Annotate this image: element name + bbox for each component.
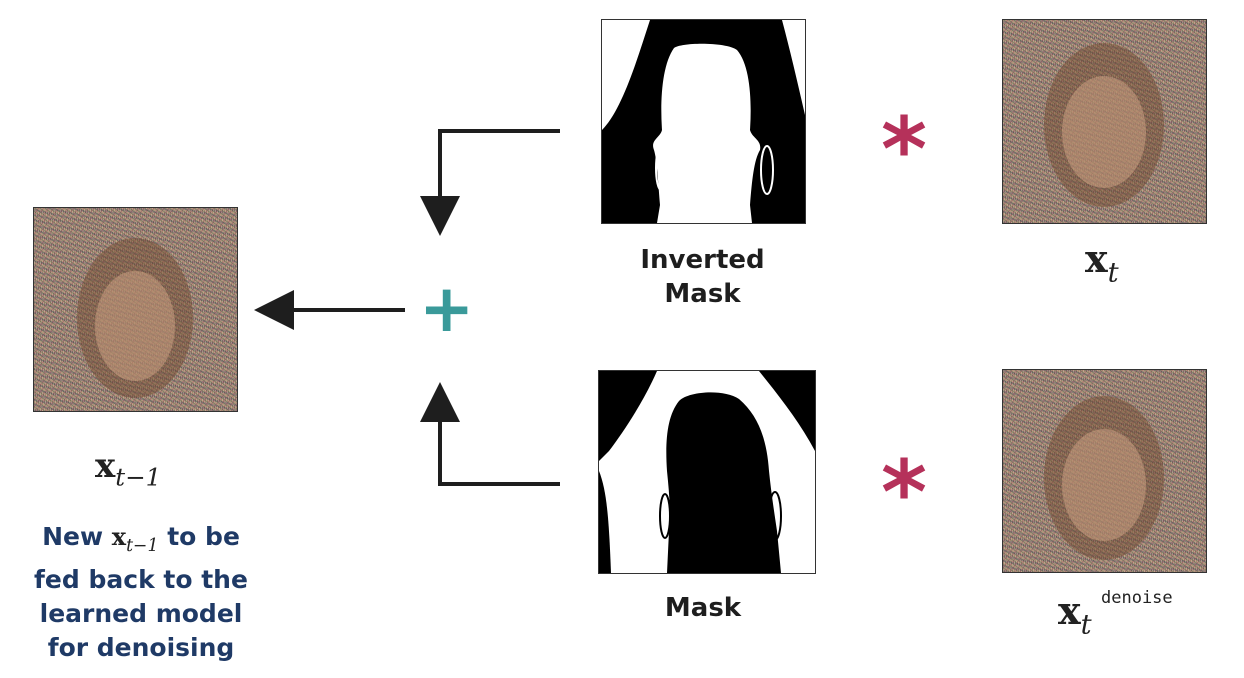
mask-label: Mask [664, 593, 742, 623]
mask-image [598, 370, 816, 574]
xt-denoise-subscript: t [1080, 609, 1092, 641]
caption-x-symbol: x [111, 522, 127, 551]
xt-subscript: t [1107, 257, 1119, 289]
face-silhouette [1044, 43, 1164, 207]
x-prev-symbol: x [95, 446, 116, 486]
multiply-operator-bottom: * [881, 441, 928, 544]
caption-to-be: to be [167, 522, 240, 551]
caption-line1: New xt−1 to be [6, 520, 276, 563]
xt-denoise-superscript: denoise [1101, 588, 1173, 608]
inverted-mask-label-line1: Inverted [640, 245, 765, 275]
inverted-mask-label: Inverted Mask [601, 243, 804, 311]
caption-x-subscript: t−1 [126, 536, 159, 557]
arrow-from-mask [420, 382, 560, 486]
caption-line3: learned model [39, 599, 243, 629]
caption-x-prev: xt−1 [111, 522, 159, 556]
add-operator: + [419, 270, 475, 347]
xt-denoise-label: xt [1058, 588, 1092, 641]
output-noisy-face-image [33, 207, 238, 412]
xt-label: xt [1085, 236, 1119, 289]
caption: New xt−1 to be fed back to the learned m… [6, 520, 276, 665]
x-prev-subscript: t−1 [115, 462, 162, 492]
xt-symbol: x [1085, 236, 1108, 281]
inverted-mask-label-line2: Mask [664, 279, 741, 309]
x-prev-label: xt−1 [95, 446, 161, 492]
caption-line2: fed back to the [34, 565, 248, 595]
arrow-from-inverted-mask [420, 129, 560, 236]
xt-denoise-symbol: x [1058, 588, 1081, 633]
caption-line4: for denoising [47, 633, 235, 663]
xt-noisy-face-image [1002, 19, 1207, 224]
face-silhouette [77, 238, 193, 398]
inverted-mask-image [601, 19, 806, 224]
caption-new: New [42, 522, 104, 551]
xt-denoise-face-image [1002, 369, 1207, 573]
face-silhouette [1044, 396, 1164, 560]
multiply-operator-top: * [881, 98, 928, 201]
